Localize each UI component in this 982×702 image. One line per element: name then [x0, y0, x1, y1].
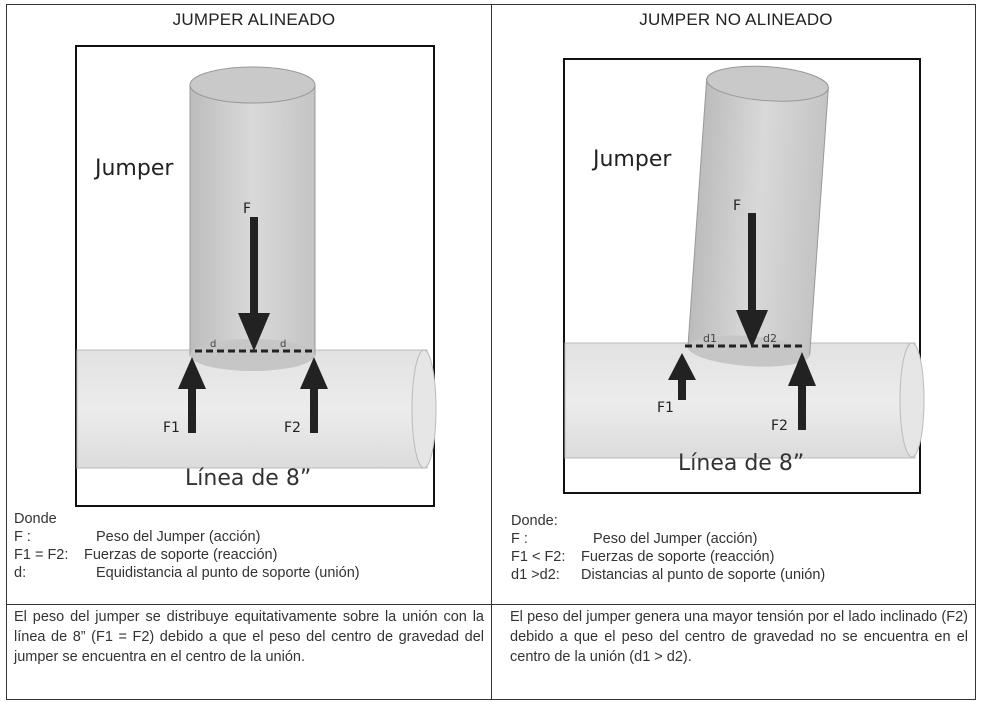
right-title: JUMPER NO ALINEADO — [639, 10, 833, 29]
left-legend-row: d:Equidistancia al punto de soporte (uni… — [14, 565, 360, 581]
row-divider — [6, 604, 976, 605]
right-figure: Jumper Línea de 8” F d1 d2 F1 F2 — [563, 58, 925, 494]
column-divider — [491, 4, 492, 700]
right-jumper-pipe — [687, 65, 829, 367]
right-jumper-label: Jumper — [591, 147, 672, 172]
left-legend-row: F :Peso del Jumper (acción) — [14, 529, 261, 545]
left-line-label: Línea de 8” — [185, 466, 311, 491]
right-legend-heading: Donde: — [511, 513, 558, 529]
left-force-main-arrow — [250, 217, 258, 317]
left-force-f2-arrow — [310, 387, 318, 433]
right-dist-left: d1 — [703, 332, 717, 345]
right-legend-row: F1 < F2:Fuerzas de soporte (reacción) — [511, 549, 775, 565]
left-description: El peso del jumper se distribuye equitat… — [14, 609, 484, 665]
left-legend: Donde F :Peso del Jumper (acción) F1 = F… — [14, 510, 484, 582]
right-force-f2-label: F2 — [771, 418, 788, 434]
left-force-f1-label: F1 — [163, 420, 180, 436]
left-legend-heading: Donde — [14, 511, 57, 527]
left-jumper-label: Jumper — [93, 156, 174, 181]
left-force-f2-label: F2 — [284, 420, 301, 436]
left-force-f1-arrow — [188, 387, 196, 433]
left-title: JUMPER ALINEADO — [172, 10, 336, 29]
right-legend-row: d1 >d2:Distancias al punto de soporte (u… — [511, 567, 826, 583]
right-legend-row: F :Peso del Jumper (acción) — [511, 531, 758, 547]
left-force-main-label: F — [243, 201, 251, 217]
left-figure: Jumper Línea de 8” F d d F1 F2 — [75, 45, 437, 507]
right-legend: Donde: F :Peso del Jumper (acción) F1 < … — [511, 512, 971, 584]
left-dist-left: d — [210, 339, 216, 350]
right-dist-right: d2 — [763, 332, 777, 345]
left-dist-right: d — [280, 339, 286, 350]
right-force-f2-arrow — [798, 384, 806, 430]
right-force-f1-label: F1 — [657, 400, 674, 416]
right-force-main-label: F — [733, 198, 741, 214]
right-force-main-arrow — [748, 213, 756, 313]
right-force-f1-arrow — [678, 378, 686, 400]
right-line-label: Línea de 8” — [678, 451, 804, 476]
right-description: El peso del jumper genera una mayor tens… — [510, 609, 968, 665]
left-legend-row: F1 = F2:Fuerzas de soporte (reacción) — [14, 547, 278, 563]
